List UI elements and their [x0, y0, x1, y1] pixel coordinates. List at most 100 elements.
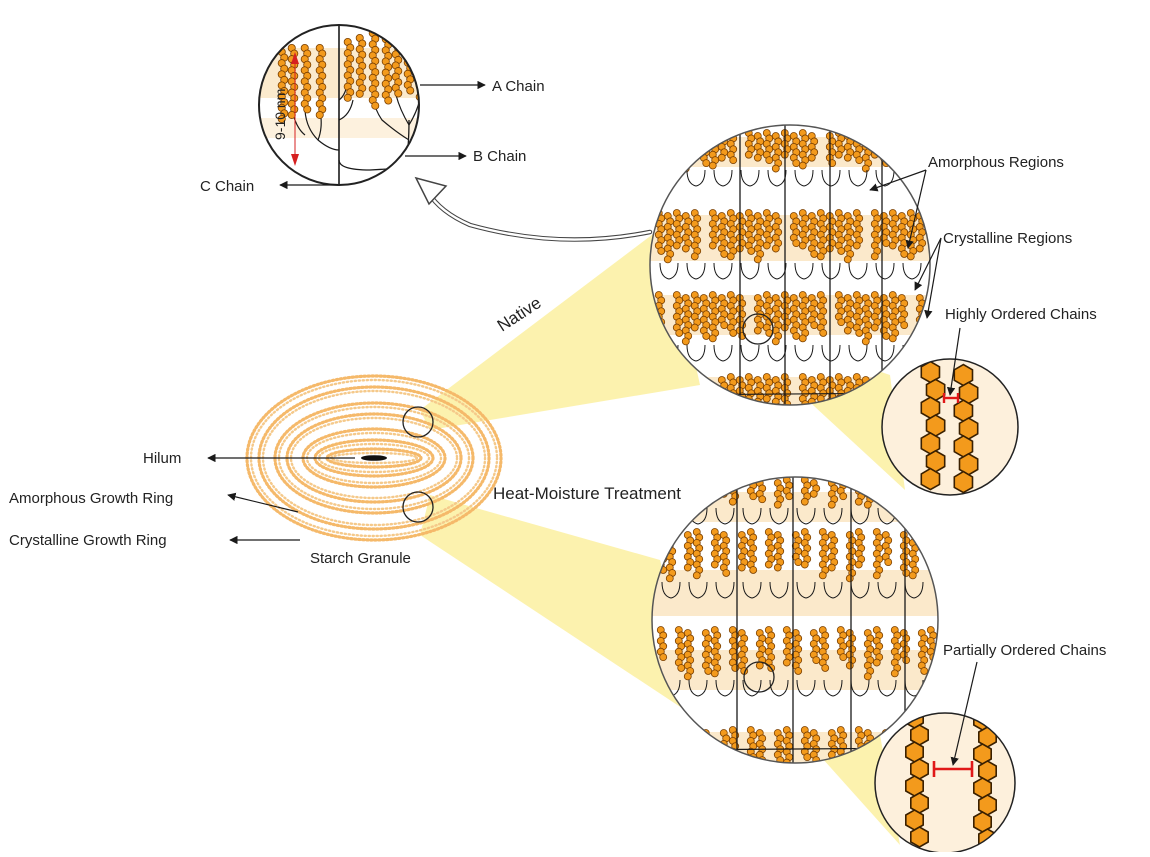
glucose-unit [416, 49, 423, 56]
branch-line [905, 508, 923, 524]
glucose-unit [664, 398, 671, 405]
glucose-unit [865, 138, 872, 145]
glucose-unit [664, 143, 671, 150]
glucose-unit [867, 485, 874, 492]
glucose-unit [693, 737, 700, 744]
glucose-unit [748, 401, 755, 408]
glucose-unit [883, 149, 890, 156]
glucose-unit [874, 135, 881, 142]
glucose-unit [702, 740, 709, 747]
glucose-unit [927, 529, 934, 536]
branch-line [714, 415, 732, 431]
glucose-chain [700, 295, 709, 340]
glucose-unit [721, 250, 728, 257]
glucose-unit [754, 327, 761, 334]
glucose-unit [718, 398, 725, 405]
glucose-unit [855, 498, 862, 505]
glucose-unit [844, 256, 851, 263]
glucose-unit [756, 762, 763, 769]
glucose-unit [889, 242, 896, 249]
glucose-unit [810, 490, 817, 497]
glucose-unit [901, 322, 908, 329]
glucose-unit [781, 406, 788, 413]
glucose-unit [416, 60, 423, 67]
glucose-unit [703, 138, 710, 145]
glucose-unit [910, 146, 917, 153]
glucose-unit [930, 556, 937, 563]
glucose-chain [817, 292, 826, 337]
glucose-unit [736, 398, 743, 405]
glucose-unit [419, 65, 426, 72]
glucose-unit [723, 485, 730, 492]
glucose-unit [793, 240, 800, 247]
glucose-unit [903, 657, 910, 664]
glucose-chain [675, 727, 684, 761]
glucose-chain [691, 130, 700, 159]
glucose-unit [700, 133, 707, 140]
glucose-unit [660, 534, 667, 541]
glucose-chain [916, 295, 925, 340]
glucose-chain [745, 210, 754, 255]
glucose-chain [907, 130, 916, 164]
glucose-unit [660, 654, 667, 661]
glucose-unit [684, 673, 691, 680]
glucose-unit [709, 242, 716, 249]
glucose-unit [693, 748, 700, 755]
glucose-unit [696, 743, 703, 750]
glucose-unit [783, 659, 790, 666]
glucose-unit [678, 732, 685, 739]
glucose-chain [404, 14, 414, 94]
glucose-unit [840, 493, 847, 500]
glucose-unit [407, 42, 414, 49]
glucose-unit [392, 28, 399, 35]
glucose-unit [723, 757, 730, 764]
glucose-chain [889, 130, 898, 170]
glucose-unit [693, 487, 700, 494]
glucose-unit [666, 762, 673, 769]
glucose-unit [745, 151, 752, 158]
glucose-unit [712, 135, 719, 142]
glucose-unit [846, 662, 853, 669]
glucose-unit [693, 477, 700, 484]
glucose-unit [709, 335, 716, 342]
glucose-unit [835, 151, 842, 158]
glucose-unit [907, 130, 914, 137]
glucose-unit [918, 490, 925, 497]
glucose-unit [673, 140, 680, 147]
glucose-unit [700, 387, 707, 394]
c-chain-label: C Chain [200, 179, 254, 194]
glucose-unit [921, 496, 928, 503]
glucose-unit [705, 485, 712, 492]
glucose-unit [691, 253, 698, 260]
glucose-unit [930, 566, 937, 573]
glucose-unit [853, 242, 860, 249]
glucose-chain [666, 730, 675, 770]
glucose-unit [891, 498, 898, 505]
glucose-unit [882, 490, 889, 497]
glucose-unit [691, 406, 698, 413]
glucose-unit [727, 130, 734, 137]
glucose-unit [889, 151, 896, 158]
glucose-unit [691, 324, 698, 331]
glucose-chain [700, 377, 709, 400]
reducing-end [335, 195, 344, 204]
glucose-unit [871, 324, 878, 331]
scale-label: 9-10 nm [272, 89, 288, 140]
branch-line [689, 770, 707, 786]
glucose-unit [369, 18, 376, 25]
glucose-unit [667, 404, 674, 411]
glucose-unit [892, 157, 899, 164]
glucose-chain [835, 210, 844, 255]
glucose-unit [874, 146, 881, 153]
branch-line [687, 415, 705, 431]
glucose-unit [882, 480, 889, 487]
glucose-unit [667, 138, 674, 145]
glucose-unit [372, 24, 379, 31]
glucose-unit [407, 53, 414, 60]
glucose-unit [720, 480, 727, 487]
glucose-unit [765, 561, 772, 568]
glucose-unit [930, 545, 937, 552]
glucose-unit [729, 759, 736, 766]
glucose-unit [694, 401, 701, 408]
glucose-unit [669, 746, 676, 753]
